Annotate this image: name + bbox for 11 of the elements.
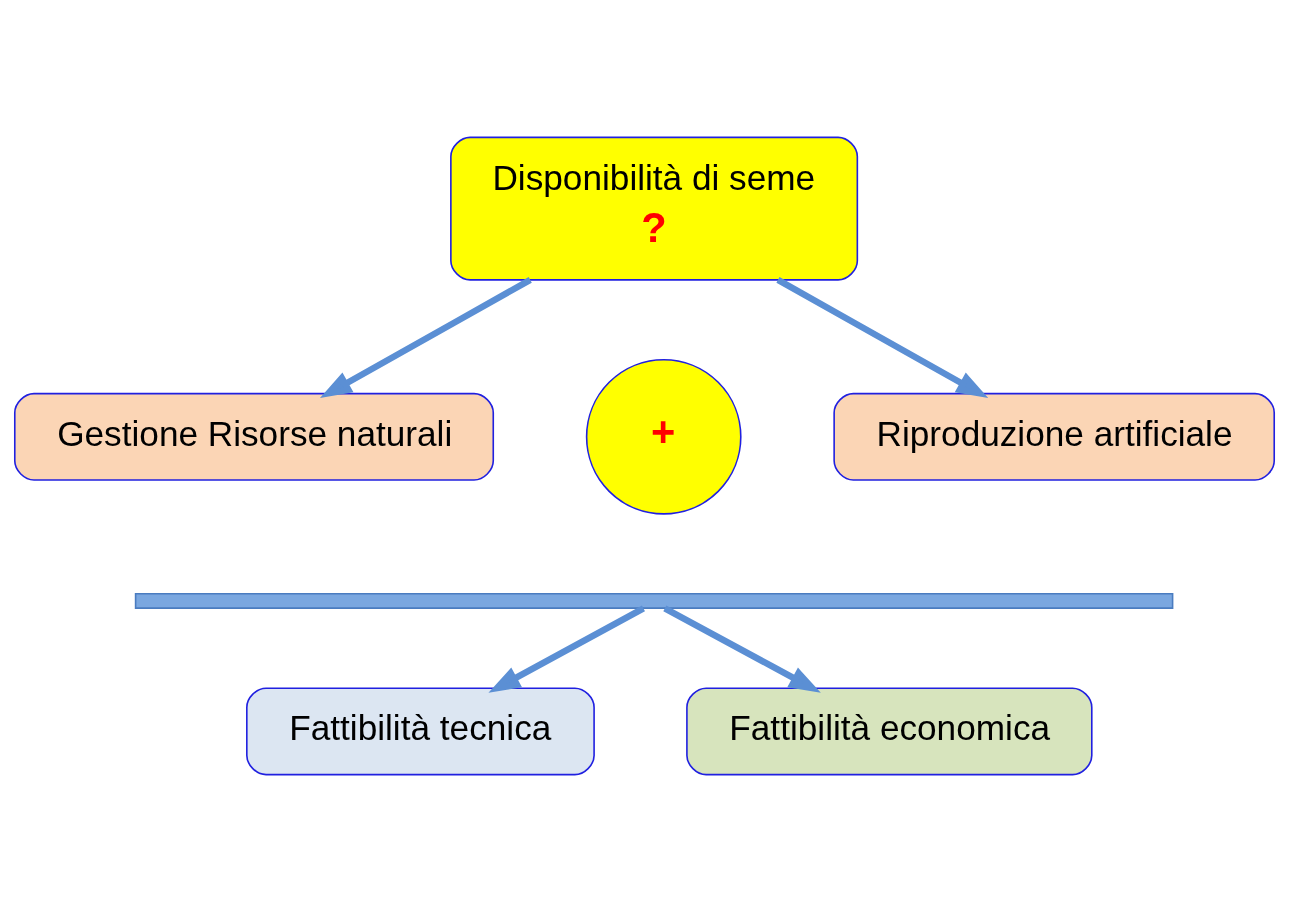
arrow <box>663 605 821 693</box>
node-box: Fattibilità economica <box>686 686 1093 775</box>
node-bar <box>134 592 1174 609</box>
node-circle: + <box>585 358 742 515</box>
arrow <box>776 276 989 398</box>
node-box: Fattibilità tecnica <box>246 686 595 775</box>
node-box: Riproduzione artificiale <box>833 392 1275 481</box>
arrow <box>488 605 645 693</box>
node-box: Gestione Risorse naturali <box>13 392 495 481</box>
arrow <box>319 276 532 398</box>
node-box: Disponibilità di seme ? <box>450 136 859 281</box>
